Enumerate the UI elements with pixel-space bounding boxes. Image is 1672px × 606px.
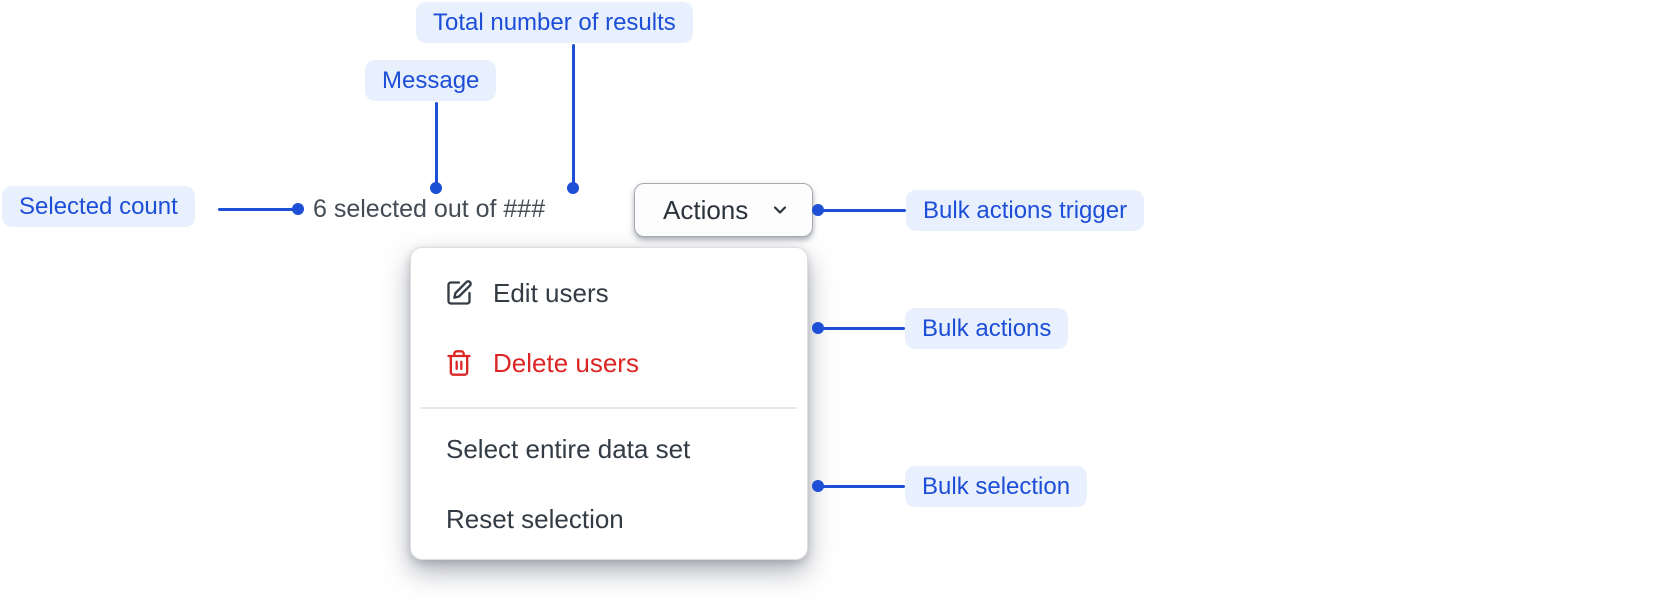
menu-item-reset-selection[interactable]: Reset selection <box>411 485 807 555</box>
connector-dot-bulk-selection <box>812 480 824 492</box>
trash-icon <box>445 349 473 377</box>
menu-divider <box>421 407 797 409</box>
connector-message-line <box>435 102 438 188</box>
callout-message: Message <box>365 60 497 101</box>
actions-button-label: Actions <box>663 194 749 225</box>
menu-item-label: Select entire data set <box>446 434 691 464</box>
menu-item-edit-users[interactable]: Edit users <box>411 258 807 328</box>
menu-item-label: Delete users <box>493 347 639 378</box>
connector-total-results-line <box>572 44 575 188</box>
connector-dot-bulk-actions-trigger <box>812 204 824 216</box>
connector-dot-bulk-actions <box>812 322 824 334</box>
callout-bulk-actions: Bulk actions <box>905 308 1069 349</box>
callout-total-number-of-results: Total number of results <box>416 2 693 43</box>
selection-count-message: 6 selected out of ### <box>313 195 546 223</box>
menu-item-label: Reset selection <box>446 504 624 534</box>
connector-bulk-actions-line <box>818 327 905 330</box>
chevron-down-icon <box>770 200 790 220</box>
callout-bulk-actions-trigger: Bulk actions trigger <box>906 190 1145 231</box>
menu-item-delete-users[interactable]: Delete users <box>411 328 807 398</box>
menu-item-select-entire-data-set[interactable]: Select entire data set <box>411 415 807 485</box>
connector-bulk-selection-line <box>818 485 905 488</box>
connector-dot-message <box>430 182 442 194</box>
callout-selected-count: Selected count <box>2 186 195 227</box>
bulk-actions-trigger-button[interactable]: Actions <box>634 183 813 237</box>
connector-selected-count-line <box>218 208 302 211</box>
menu-item-label: Edit users <box>493 277 609 308</box>
bulk-actions-dropdown-menu: Edit users Delete users Select entire da… <box>410 247 808 560</box>
connector-bulk-actions-trigger-line <box>818 209 906 212</box>
callout-bulk-selection: Bulk selection <box>905 466 1088 507</box>
edit-pencil-icon <box>445 279 473 307</box>
connector-dot-selected-count <box>292 203 304 215</box>
connector-dot-total-results <box>567 182 579 194</box>
